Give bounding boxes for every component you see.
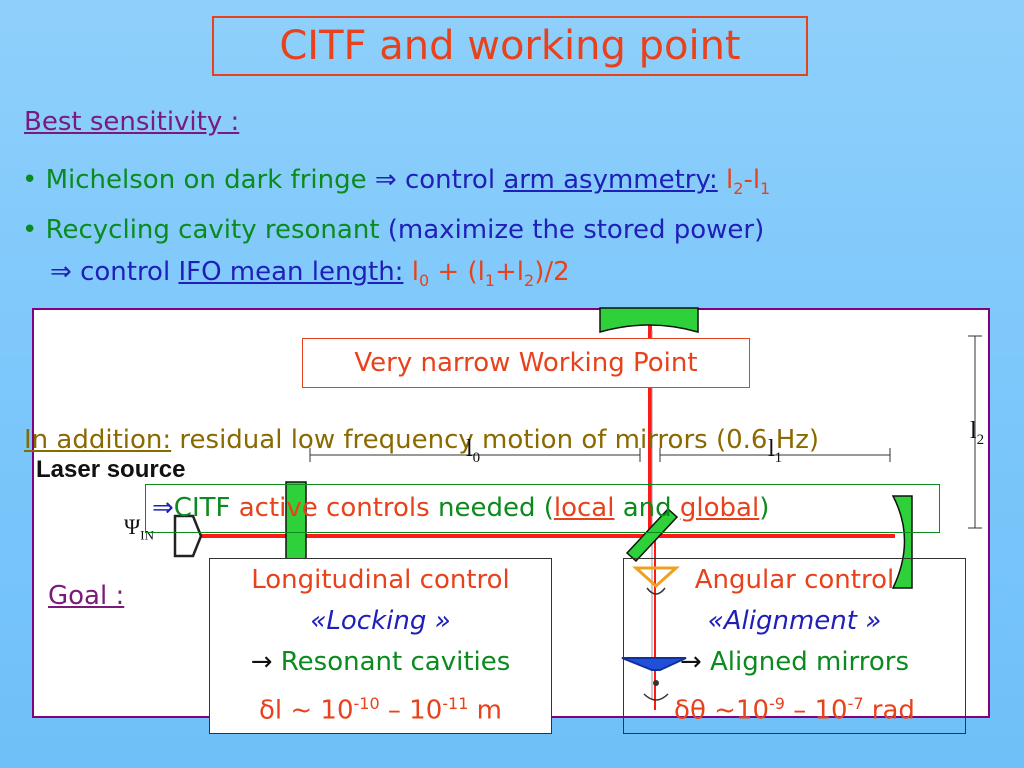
page-title: CITF and working point [279,23,741,69]
control-word: control [404,165,496,195]
needed-text: needed ( [429,493,554,523]
bullet-marker: • [22,165,38,195]
bullet-marker: • [22,215,38,245]
goal-label: Goal : [48,581,125,611]
bullet-recycling-control: ⇒ control IFO mean length: l0 + (l1+l2)/… [50,256,570,297]
citf-controls-line: ⇒CITF active controls needed (local and … [152,492,769,524]
in-addition-line: In addition: residual low frequency moti… [24,424,819,456]
implies-arrow: ⇒ [152,493,174,523]
ifo-mean-length-formula: l0 + (l1+l2)/2 [411,257,570,291]
l0-label: l0 [466,436,481,466]
longitudinal-title: Longitudinal control [251,565,510,596]
bullet-recycling-cavity: • Recycling cavity resonant (maximize th… [22,214,764,246]
working-point-label: Very narrow Working Point [354,348,698,378]
bullet-dark-fringe: • Michelson on dark fringe ⇒ control arm… [22,164,770,205]
in-addition-label: In addition: [24,425,172,455]
lens-icon [646,587,666,595]
longitudinal-precision: δl ~ 10-10 – 10-11 m [258,694,503,726]
citf-controls-box [145,484,940,533]
active-controls-text: active controls [238,493,430,523]
close-paren: ) [759,493,770,523]
angular-title: Angular control [694,565,895,596]
arm-asymmetry-label: arm asymmetry: [503,165,718,195]
citf-word: CITF [173,493,231,523]
longitudinal-control-box: Longitudinal control «Locking » → Resona… [209,558,552,734]
locking-label: «Locking » [310,606,451,637]
bullet-text: Michelson on dark fringe [45,165,367,195]
implies-arrow: ⇒ [50,257,72,287]
bullet-text: Recycling cavity resonant [45,215,380,245]
west-end-mirror [891,495,913,589]
control-word: control [80,257,171,287]
global-text: global [679,493,760,523]
pickoff-optic [632,566,680,589]
l2-label: l2 [970,418,985,448]
ifo-mean-length-label: IFO mean length: [178,257,404,287]
laser-source-label: Laser source [36,456,186,483]
l1-label: l1 [768,436,783,466]
local-text: local [553,493,615,523]
angular-precision: δθ ~10-9 – 10-7 rad [674,694,915,726]
resonant-cavities-line: → Resonant cavities [250,647,511,678]
implies-arrow: ⇒ [374,165,397,195]
detector-dot [653,680,659,686]
laser-source-icon [173,514,203,558]
working-point-box: Very narrow Working Point [302,338,750,388]
alignment-label: «Alignment » [707,606,882,637]
north-end-mirror [599,307,699,333]
photodiode-optic [621,657,687,671]
title-box: CITF and working point [212,16,808,76]
best-sensitivity-heading: Best sensitivity : [24,107,240,137]
bullet-parenthetical: (maximize the stored power) [387,215,765,245]
angular-control-box: Angular control «Alignment » → Aligned m… [623,558,966,734]
arm-asymmetry-formula: l2-l1 [726,165,771,199]
in-addition-text: residual low frequency motion of mirrors… [171,425,820,455]
and-text: and [614,493,680,523]
aligned-mirrors-line: → Aligned mirrors [679,647,910,678]
detector-lens-icon [643,693,669,701]
psi-in-label: ΨIN [124,514,154,543]
